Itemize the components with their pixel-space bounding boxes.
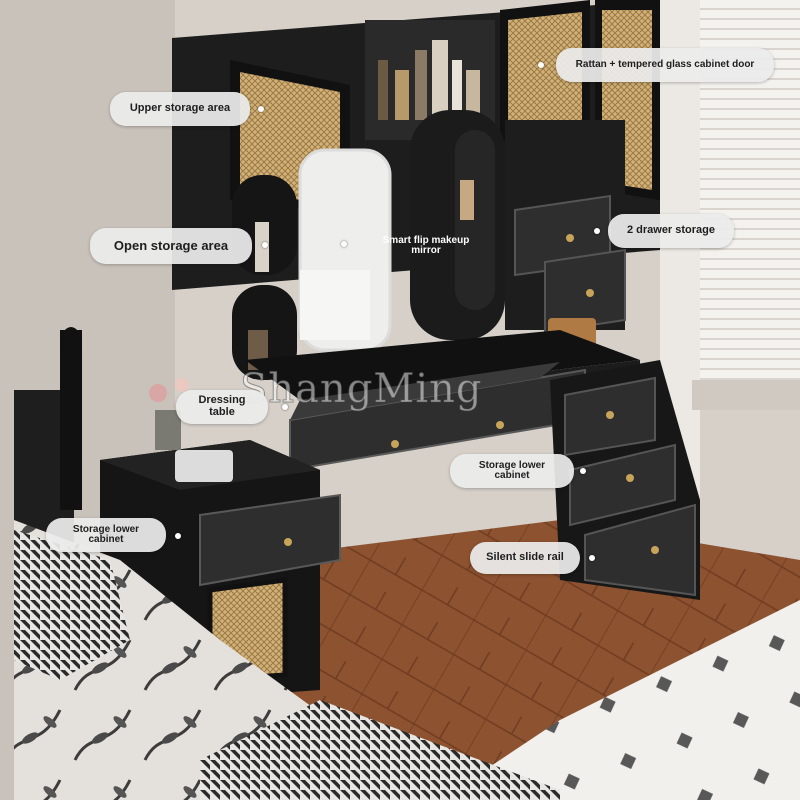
marker-flip-mirror [341, 241, 347, 247]
label-cabinet-door: Rattan + tempered glass cabinet door [556, 48, 774, 82]
marker-lower-cabinet-right [580, 468, 586, 474]
label-two-drawer: 2 drawer storage [608, 214, 734, 248]
marker-open-storage [262, 242, 268, 248]
marker-cabinet-door [538, 62, 544, 68]
label-slide-rail: Silent slide rail [470, 542, 580, 574]
label-lower-cabinet-right: Storage lower cabinet [450, 454, 574, 488]
marker-dressing-table [282, 404, 288, 410]
label-open-storage: Open storage area [90, 228, 252, 264]
marker-slide-rail [589, 555, 595, 561]
marker-two-drawer [594, 228, 600, 234]
label-dressing-table: Dressing table [176, 390, 268, 424]
label-flip-mirror: Smart flip makeup mirror [382, 234, 470, 256]
watermark: ShangMing [240, 366, 483, 413]
marker-lower-cabinet-left [175, 533, 181, 539]
label-upper-storage: Upper storage area [110, 92, 250, 126]
label-lower-cabinet-left: Storage lower cabinet [46, 518, 166, 552]
marker-upper-storage [258, 106, 264, 112]
